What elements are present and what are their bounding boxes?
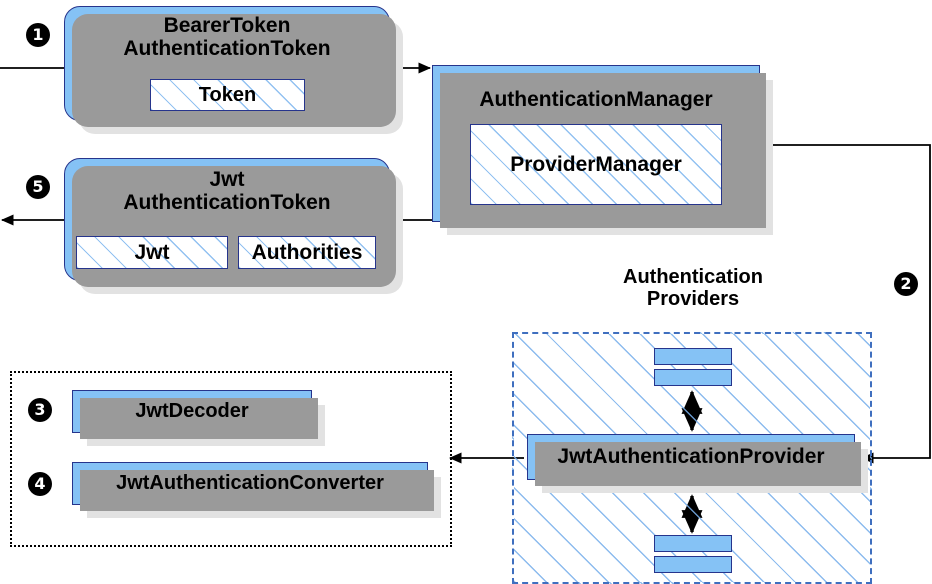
- provider-manager-label: ProviderManager: [510, 152, 682, 176]
- token-subbox[interactable]: Token: [150, 79, 305, 111]
- step-badge-4: 4: [28, 472, 52, 496]
- bearer-token-title-line2: AuthenticationToken: [123, 36, 331, 60]
- provider-placeholder-bar-bottom-2: [654, 556, 732, 573]
- step-badge-5: 5: [26, 175, 50, 199]
- jwt-authentication-provider-node[interactable]: JwtAuthenticationProvider: [527, 434, 868, 493]
- jwt-token-title-line2: AuthenticationToken: [123, 190, 331, 214]
- provider-placeholder-bar-bottom-1: [654, 535, 732, 552]
- provider-placeholder-bar-top-2: [654, 369, 732, 386]
- jwt-authentication-provider-label: JwtAuthenticationProvider: [557, 444, 825, 468]
- jwt-authentication-converter-node[interactable]: JwtAuthenticationConverter: [72, 462, 441, 518]
- step-badge-3: 3: [28, 398, 52, 422]
- step-badge-2: 2: [894, 272, 918, 296]
- authentication-providers-label-line2: Providers: [646, 288, 740, 311]
- jwt-label: Jwt: [134, 240, 170, 264]
- authentication-providers-label: Authentication Providers: [560, 266, 826, 311]
- provider-manager-subbox[interactable]: ProviderManager: [470, 124, 722, 205]
- bearer-token-authentication-token-node[interactable]: BearerToken AuthenticationToken: [64, 6, 403, 134]
- authorities-label: Authorities: [251, 240, 363, 264]
- jwt-authentication-converter-label: JwtAuthenticationConverter: [116, 471, 384, 494]
- step-badge-1: 1: [26, 23, 50, 47]
- token-label: Token: [198, 83, 257, 106]
- authentication-manager-title: AuthenticationManager: [479, 88, 713, 111]
- provider-placeholder-bar-top-1: [654, 348, 732, 365]
- jwt-token-title-line1: Jwt: [209, 168, 245, 191]
- bearer-token-title-line1: BearerToken: [163, 14, 291, 37]
- jwt-decoder-node[interactable]: JwtDecoder: [72, 390, 325, 446]
- jwt-subbox[interactable]: Jwt: [76, 236, 228, 269]
- authentication-providers-label-line1: Authentication: [623, 266, 763, 288]
- authorities-subbox[interactable]: Authorities: [238, 236, 376, 269]
- jwt-decoder-label: JwtDecoder: [135, 399, 249, 422]
